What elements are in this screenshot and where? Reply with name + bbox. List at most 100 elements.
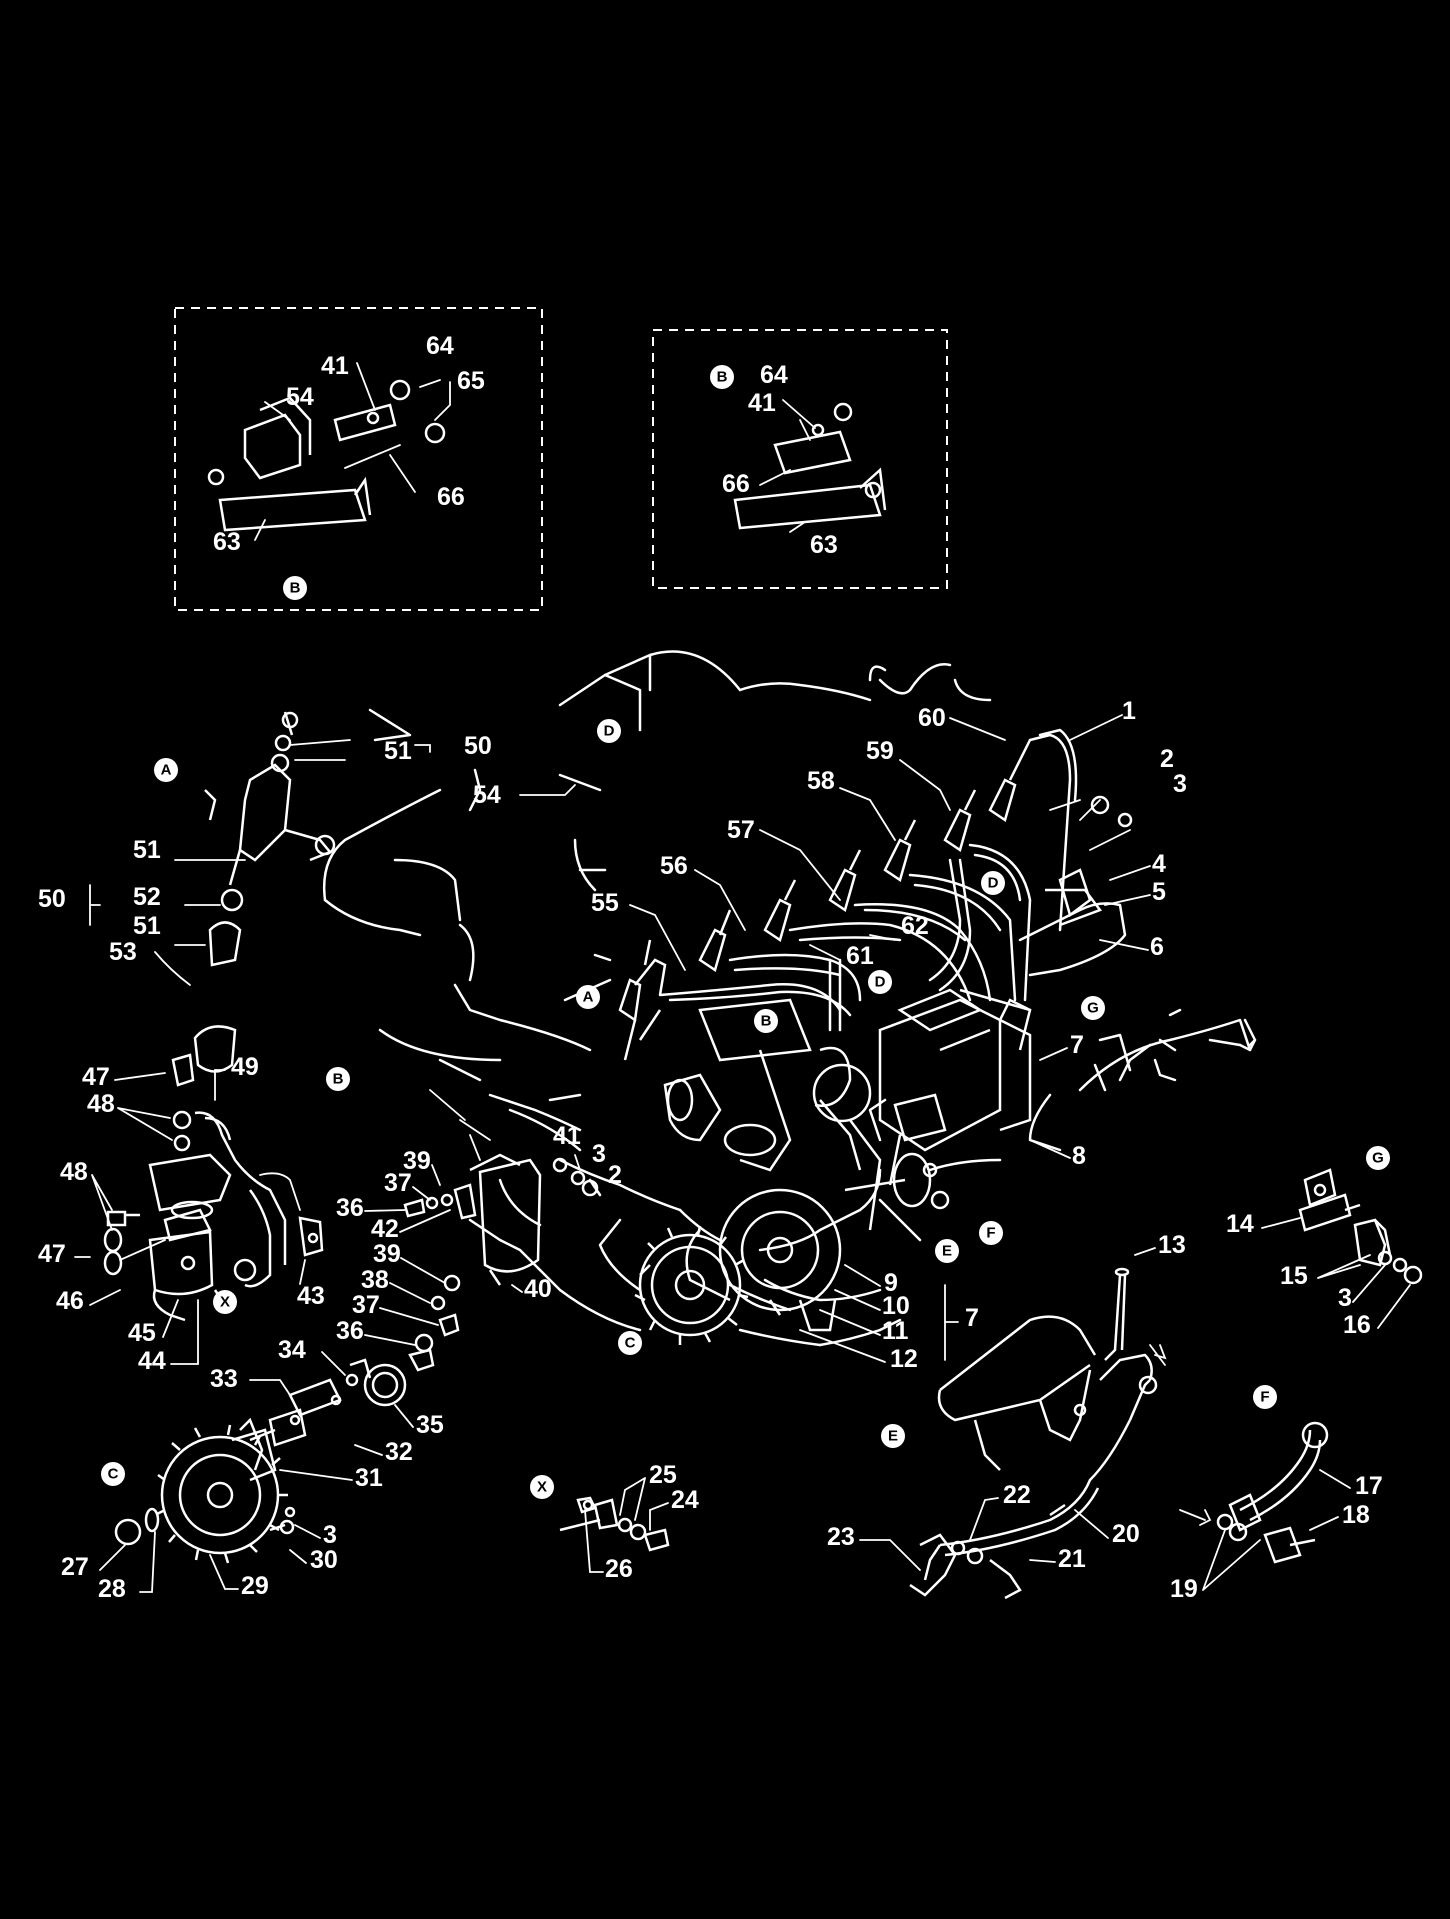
part-label-11: 11 xyxy=(882,1317,909,1345)
part-label-13: 13 xyxy=(1158,1231,1186,1259)
camshaft-gear-area xyxy=(114,1225,749,1564)
part-label-41: 41 xyxy=(748,389,776,417)
part-label-5: 5 xyxy=(1152,878,1166,906)
part-label-50: 50 xyxy=(38,885,66,913)
part-label-46: 46 xyxy=(56,1287,84,1315)
gear-labels: 34 33 35 32 31 3 30 27 28 29 xyxy=(61,1336,444,1603)
part-label-54: 54 xyxy=(473,781,501,809)
ref-circle-d: D xyxy=(868,970,892,994)
part-label-65: 65 xyxy=(457,367,485,395)
ref-circle-b: B xyxy=(283,576,307,600)
ref-circle-e: E xyxy=(935,1239,959,1263)
part-label-59: 59 xyxy=(866,737,894,765)
part-label-39: 39 xyxy=(373,1240,401,1268)
part-label-14: 14 xyxy=(1226,1210,1254,1238)
filter-center-labels: 39 37 36 42 39 38 37 36 40 41 3 2 xyxy=(336,1122,622,1346)
part-label-40: 40 xyxy=(524,1275,552,1303)
part-label-56: 56 xyxy=(660,852,688,880)
part-label-48: 48 xyxy=(60,1158,88,1186)
part-label-39: 39 xyxy=(403,1147,431,1175)
part-label-29: 29 xyxy=(241,1572,269,1600)
part-label-63: 63 xyxy=(213,528,241,556)
svg-text:B: B xyxy=(290,580,301,597)
ref-circle-d: D xyxy=(981,871,1005,895)
svg-text:B: B xyxy=(333,1071,344,1088)
part-label-3: 3 xyxy=(1173,770,1187,798)
svg-text:B: B xyxy=(761,1013,772,1030)
detail-box-b-left-labels: 41 64 65 54 66 63 xyxy=(213,332,485,556)
part-label-41: 41 xyxy=(321,352,349,380)
part-label-60: 60 xyxy=(918,704,946,732)
part-label-51: 51 xyxy=(133,912,161,940)
detail-g-bracket xyxy=(1298,1168,1423,1285)
filter-left-labels: 47 48 49 48 47 46 45 44 43 xyxy=(38,1053,325,1375)
part-label-7: 7 xyxy=(1070,1031,1084,1059)
ref-circle-g: G xyxy=(1366,1146,1390,1170)
part-label-63: 63 xyxy=(810,531,838,559)
detail-a-labels: 51 50 51 52 51 50 53 xyxy=(38,732,492,966)
part-label-10: 10 xyxy=(882,1292,910,1320)
part-label-21: 21 xyxy=(1058,1545,1086,1573)
part-label-54: 54 xyxy=(286,383,314,411)
part-label-48: 48 xyxy=(87,1090,115,1118)
svg-text:X: X xyxy=(220,1294,230,1311)
svg-text:A: A xyxy=(583,989,594,1006)
part-label-52: 52 xyxy=(133,883,161,911)
ref-circle-b: B xyxy=(754,1009,778,1033)
fuel-filter-assembly-center xyxy=(403,1089,599,1372)
part-label-64: 64 xyxy=(760,361,788,389)
part-label-18: 18 xyxy=(1342,1501,1370,1529)
detail-box-b-left xyxy=(174,307,543,611)
part-label-3: 3 xyxy=(592,1140,606,1168)
ref-circle-x: X xyxy=(213,1290,237,1314)
part-label-53: 53 xyxy=(109,938,137,966)
bracket-13-assembly xyxy=(937,1267,1167,1471)
detail-a-injector xyxy=(154,711,431,1073)
part-label-26: 26 xyxy=(605,1555,633,1583)
part-label-6: 6 xyxy=(1150,933,1164,961)
fuel-filter-assembly-left xyxy=(103,1053,324,1322)
part-label-62: 62 xyxy=(901,912,929,940)
part-label-58: 58 xyxy=(807,767,835,795)
part-label-2: 2 xyxy=(608,1161,622,1189)
part-label-36: 36 xyxy=(336,1194,364,1222)
part-label-51: 51 xyxy=(384,737,412,765)
part-label-4: 4 xyxy=(1152,850,1166,878)
part-label-41: 41 xyxy=(553,1122,581,1150)
svg-text:E: E xyxy=(888,1428,898,1445)
ref-circle-b: B xyxy=(326,1067,350,1091)
part-label-31: 31 xyxy=(355,1464,383,1492)
ref-circle-f: F xyxy=(1253,1385,1277,1409)
part-label-47: 47 xyxy=(82,1063,110,1091)
ref-circle-x: X xyxy=(530,1475,554,1499)
svg-text:F: F xyxy=(1260,1389,1269,1406)
part-label-7: 7 xyxy=(965,1304,979,1332)
part-label-37: 37 xyxy=(384,1169,412,1197)
part-label-9: 9 xyxy=(884,1269,898,1297)
part-label-45: 45 xyxy=(128,1319,156,1347)
pipe-clamp-labels: 25 24 26 22 23 21 20 xyxy=(584,1461,1140,1583)
detail-f-pipe xyxy=(1179,1421,1329,1564)
svg-text:D: D xyxy=(988,875,999,892)
part-label-36: 36 xyxy=(336,1317,364,1345)
part-label-27: 27 xyxy=(61,1553,89,1581)
part-label-1: 1 xyxy=(1122,697,1136,725)
part-label-47: 47 xyxy=(38,1240,66,1268)
part-label-66: 66 xyxy=(722,470,750,498)
part-label-55: 55 xyxy=(591,889,619,917)
engine-block-outline xyxy=(323,650,1257,1347)
ref-circle-a: A xyxy=(154,758,178,782)
detail-f-labels: 17 18 19 xyxy=(1170,1469,1383,1603)
part-label-43: 43 xyxy=(297,1282,325,1310)
part-label-30: 30 xyxy=(310,1546,338,1574)
ref-circle-g: G xyxy=(1081,996,1105,1020)
injection-pump-assembly xyxy=(663,988,1032,1332)
ref-circle-f: F xyxy=(979,1221,1003,1245)
part-label-64: 64 xyxy=(426,332,454,360)
svg-text:X: X xyxy=(537,1479,547,1496)
ref-circle-c: C xyxy=(101,1462,125,1486)
part-label-57: 57 xyxy=(727,816,755,844)
part-label-33: 33 xyxy=(210,1365,238,1393)
svg-text:D: D xyxy=(875,974,886,991)
part-label-22: 22 xyxy=(1003,1481,1031,1509)
